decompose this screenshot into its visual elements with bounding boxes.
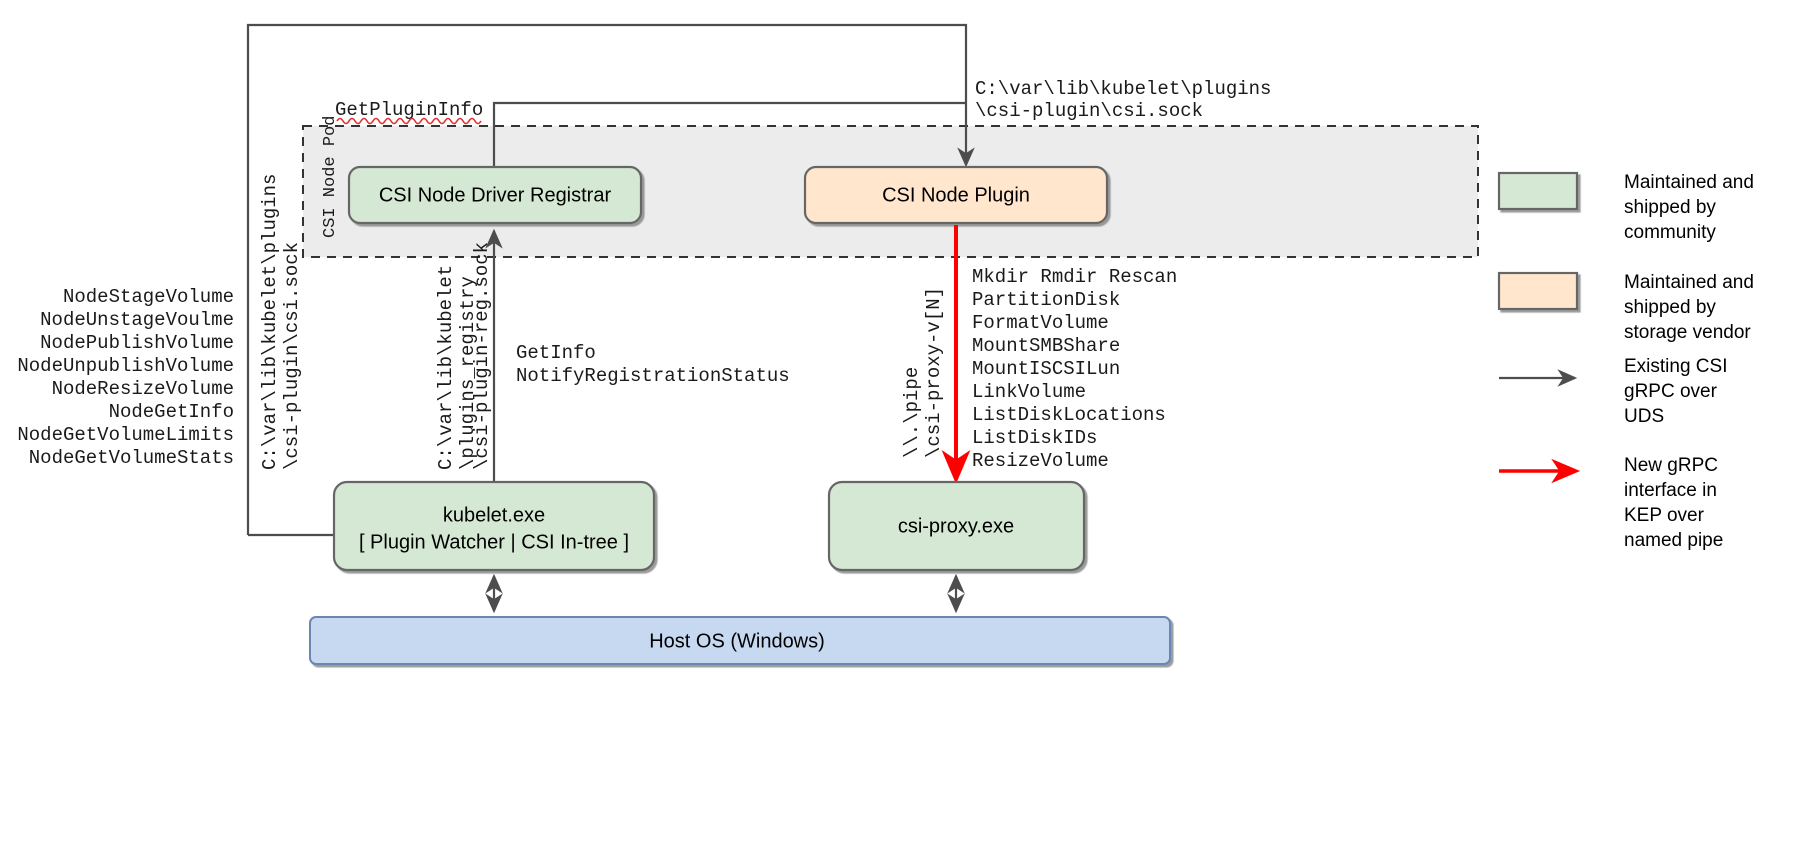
legend-swatch-community bbox=[1497, 171, 1579, 211]
registration-call-line2: NotifyRegistrationStatus bbox=[516, 365, 790, 387]
legend-new-line1: New gRPC bbox=[1624, 455, 1718, 476]
host-os-box[interactable]: Host OS (Windows) bbox=[309, 616, 1171, 665]
node-service-call-3: NodeUnpublishVolume bbox=[17, 355, 234, 377]
node-service-call-5: NodeGetInfo bbox=[109, 401, 234, 423]
legend-existing-line3: UDS bbox=[1624, 406, 1664, 427]
node-service-call-7: NodeGetVolumeStats bbox=[29, 447, 234, 469]
plugin-sock-path-line1: C:\var\lib\kubelet\plugins bbox=[975, 78, 1271, 100]
proxy-api-call-3: MountSMBShare bbox=[972, 335, 1120, 357]
proxy-api-call-1: PartitionDisk bbox=[972, 289, 1120, 311]
plugin-sock-path-line2: \csi-plugin\csi.sock bbox=[975, 100, 1203, 122]
proxy-api-call-2: FormatVolume bbox=[972, 312, 1109, 334]
proxy-api-call-8: ResizeVolume bbox=[972, 450, 1109, 472]
legend-new-line3: KEP over bbox=[1624, 505, 1705, 526]
registry-path-line3: \csi-plugin-reg.sock bbox=[471, 242, 493, 470]
legend-existing-line2: gRPC over bbox=[1624, 381, 1718, 402]
csi-proxy-exe-box[interactable]: csi-proxy.exe bbox=[827, 480, 1086, 572]
node-service-call-0: NodeStageVolume bbox=[63, 286, 234, 308]
kubelet-plugins-path-line2: \csi-plugin\csi.sock bbox=[281, 242, 303, 470]
kubelet-exe-label-line1: kubelet.exe bbox=[443, 504, 545, 526]
proxy-api-call-0: Mkdir Rmdir Rescan bbox=[972, 266, 1177, 288]
legend-vendor-line3: storage vendor bbox=[1624, 322, 1751, 343]
kubelet-exe-label-line2: [ Plugin Watcher | CSI In-tree ] bbox=[359, 531, 629, 553]
csi-proxy-exe-label: csi-proxy.exe bbox=[898, 515, 1014, 537]
node-service-call-2: NodePublishVolume bbox=[40, 332, 234, 354]
proxy-api-call-4: MountISCSILun bbox=[972, 358, 1120, 380]
proxy-api-call-7: ListDiskIDs bbox=[972, 427, 1097, 449]
named-pipe-line2: \csi-proxy-v[N] bbox=[923, 287, 945, 458]
legend-new-line4: named pipe bbox=[1624, 530, 1723, 551]
legend-existing-line1: Existing CSI bbox=[1624, 356, 1727, 377]
host-os-label: Host OS (Windows) bbox=[649, 630, 825, 652]
get-plugin-info-path bbox=[492, 101, 966, 170]
csi-node-plugin-label: CSI Node Plugin bbox=[882, 184, 1030, 206]
csi-node-plugin-box[interactable]: CSI Node Plugin bbox=[803, 165, 1109, 225]
node-service-call-6: NodeGetVolumeLimits bbox=[17, 424, 234, 446]
csi-node-driver-registrar-box[interactable]: CSI Node Driver Registrar bbox=[347, 165, 643, 225]
kubelet-plugins-path-vertical-label: C:\var\lib\kubelet\plugins \csi-plugin\c… bbox=[259, 174, 303, 470]
legend-item-community: Maintained and shipped by community bbox=[1497, 171, 1754, 243]
named-pipe-line1: \\.\pipe bbox=[901, 367, 923, 458]
legend-item-storage-vendor: Maintained and shipped by storage vendor bbox=[1497, 271, 1754, 343]
legend-swatch-storage-vendor bbox=[1497, 271, 1579, 311]
registration-call-line1: GetInfo bbox=[516, 342, 596, 364]
kubelet-to-plugin-uds-path bbox=[246, 23, 975, 537]
legend-item-existing-csi-grpc: Existing CSI gRPC over UDS bbox=[1499, 356, 1727, 427]
csi-plugin-sock-path-label: C:\var\lib\kubelet\plugins \csi-plugin\c… bbox=[975, 78, 1271, 122]
legend-vendor-line1: Maintained and bbox=[1624, 272, 1754, 293]
csi-node-pod-label: CSI Node Pod bbox=[321, 116, 340, 238]
plugins-registry-path-vertical-label: C:\var\lib\kubelet \plugins_registry \cs… bbox=[435, 242, 493, 470]
node-service-calls-list: NodeStageVolume NodeUnstageVoulme NodePu… bbox=[17, 286, 234, 469]
kubelet-plugins-path-line1: C:\var\lib\kubelet\plugins bbox=[259, 174, 281, 470]
named-pipe-vertical-label: \\.\pipe \csi-proxy-v[N] bbox=[901, 287, 945, 458]
node-service-call-4: NodeResizeVolume bbox=[52, 378, 234, 400]
legend-community-line1: Maintained and bbox=[1624, 172, 1754, 193]
kubelet-exe-box[interactable]: kubelet.exe [ Plugin Watcher | CSI In-tr… bbox=[332, 480, 656, 572]
legend-community-line3: community bbox=[1624, 222, 1716, 243]
csi-node-driver-registrar-label: CSI Node Driver Registrar bbox=[379, 184, 612, 206]
registry-path-line2: \plugins_registry bbox=[457, 276, 479, 470]
get-plugin-info-label-group: GetPluginInfo bbox=[335, 99, 483, 125]
proxy-api-call-5: LinkVolume bbox=[972, 381, 1086, 403]
legend-new-line2: interface in bbox=[1624, 480, 1717, 501]
registry-path-line1: C:\var\lib\kubelet bbox=[435, 265, 457, 470]
legend-community-line2: shipped by bbox=[1624, 197, 1716, 218]
legend: Maintained and shipped by community Main… bbox=[1497, 171, 1754, 551]
proxy-api-calls-list: Mkdir Rmdir Rescan PartitionDisk FormatV… bbox=[972, 266, 1177, 472]
proxy-api-call-6: ListDiskLocations bbox=[972, 404, 1166, 426]
registration-calls-label: GetInfo NotifyRegistrationStatus bbox=[516, 342, 790, 387]
legend-vendor-line2: shipped by bbox=[1624, 297, 1716, 318]
get-plugin-info-label: GetPluginInfo bbox=[335, 99, 483, 121]
node-service-call-1: NodeUnstageVoulme bbox=[40, 309, 234, 331]
legend-item-new-grpc-kep: New gRPC interface in KEP over named pip… bbox=[1499, 455, 1723, 551]
